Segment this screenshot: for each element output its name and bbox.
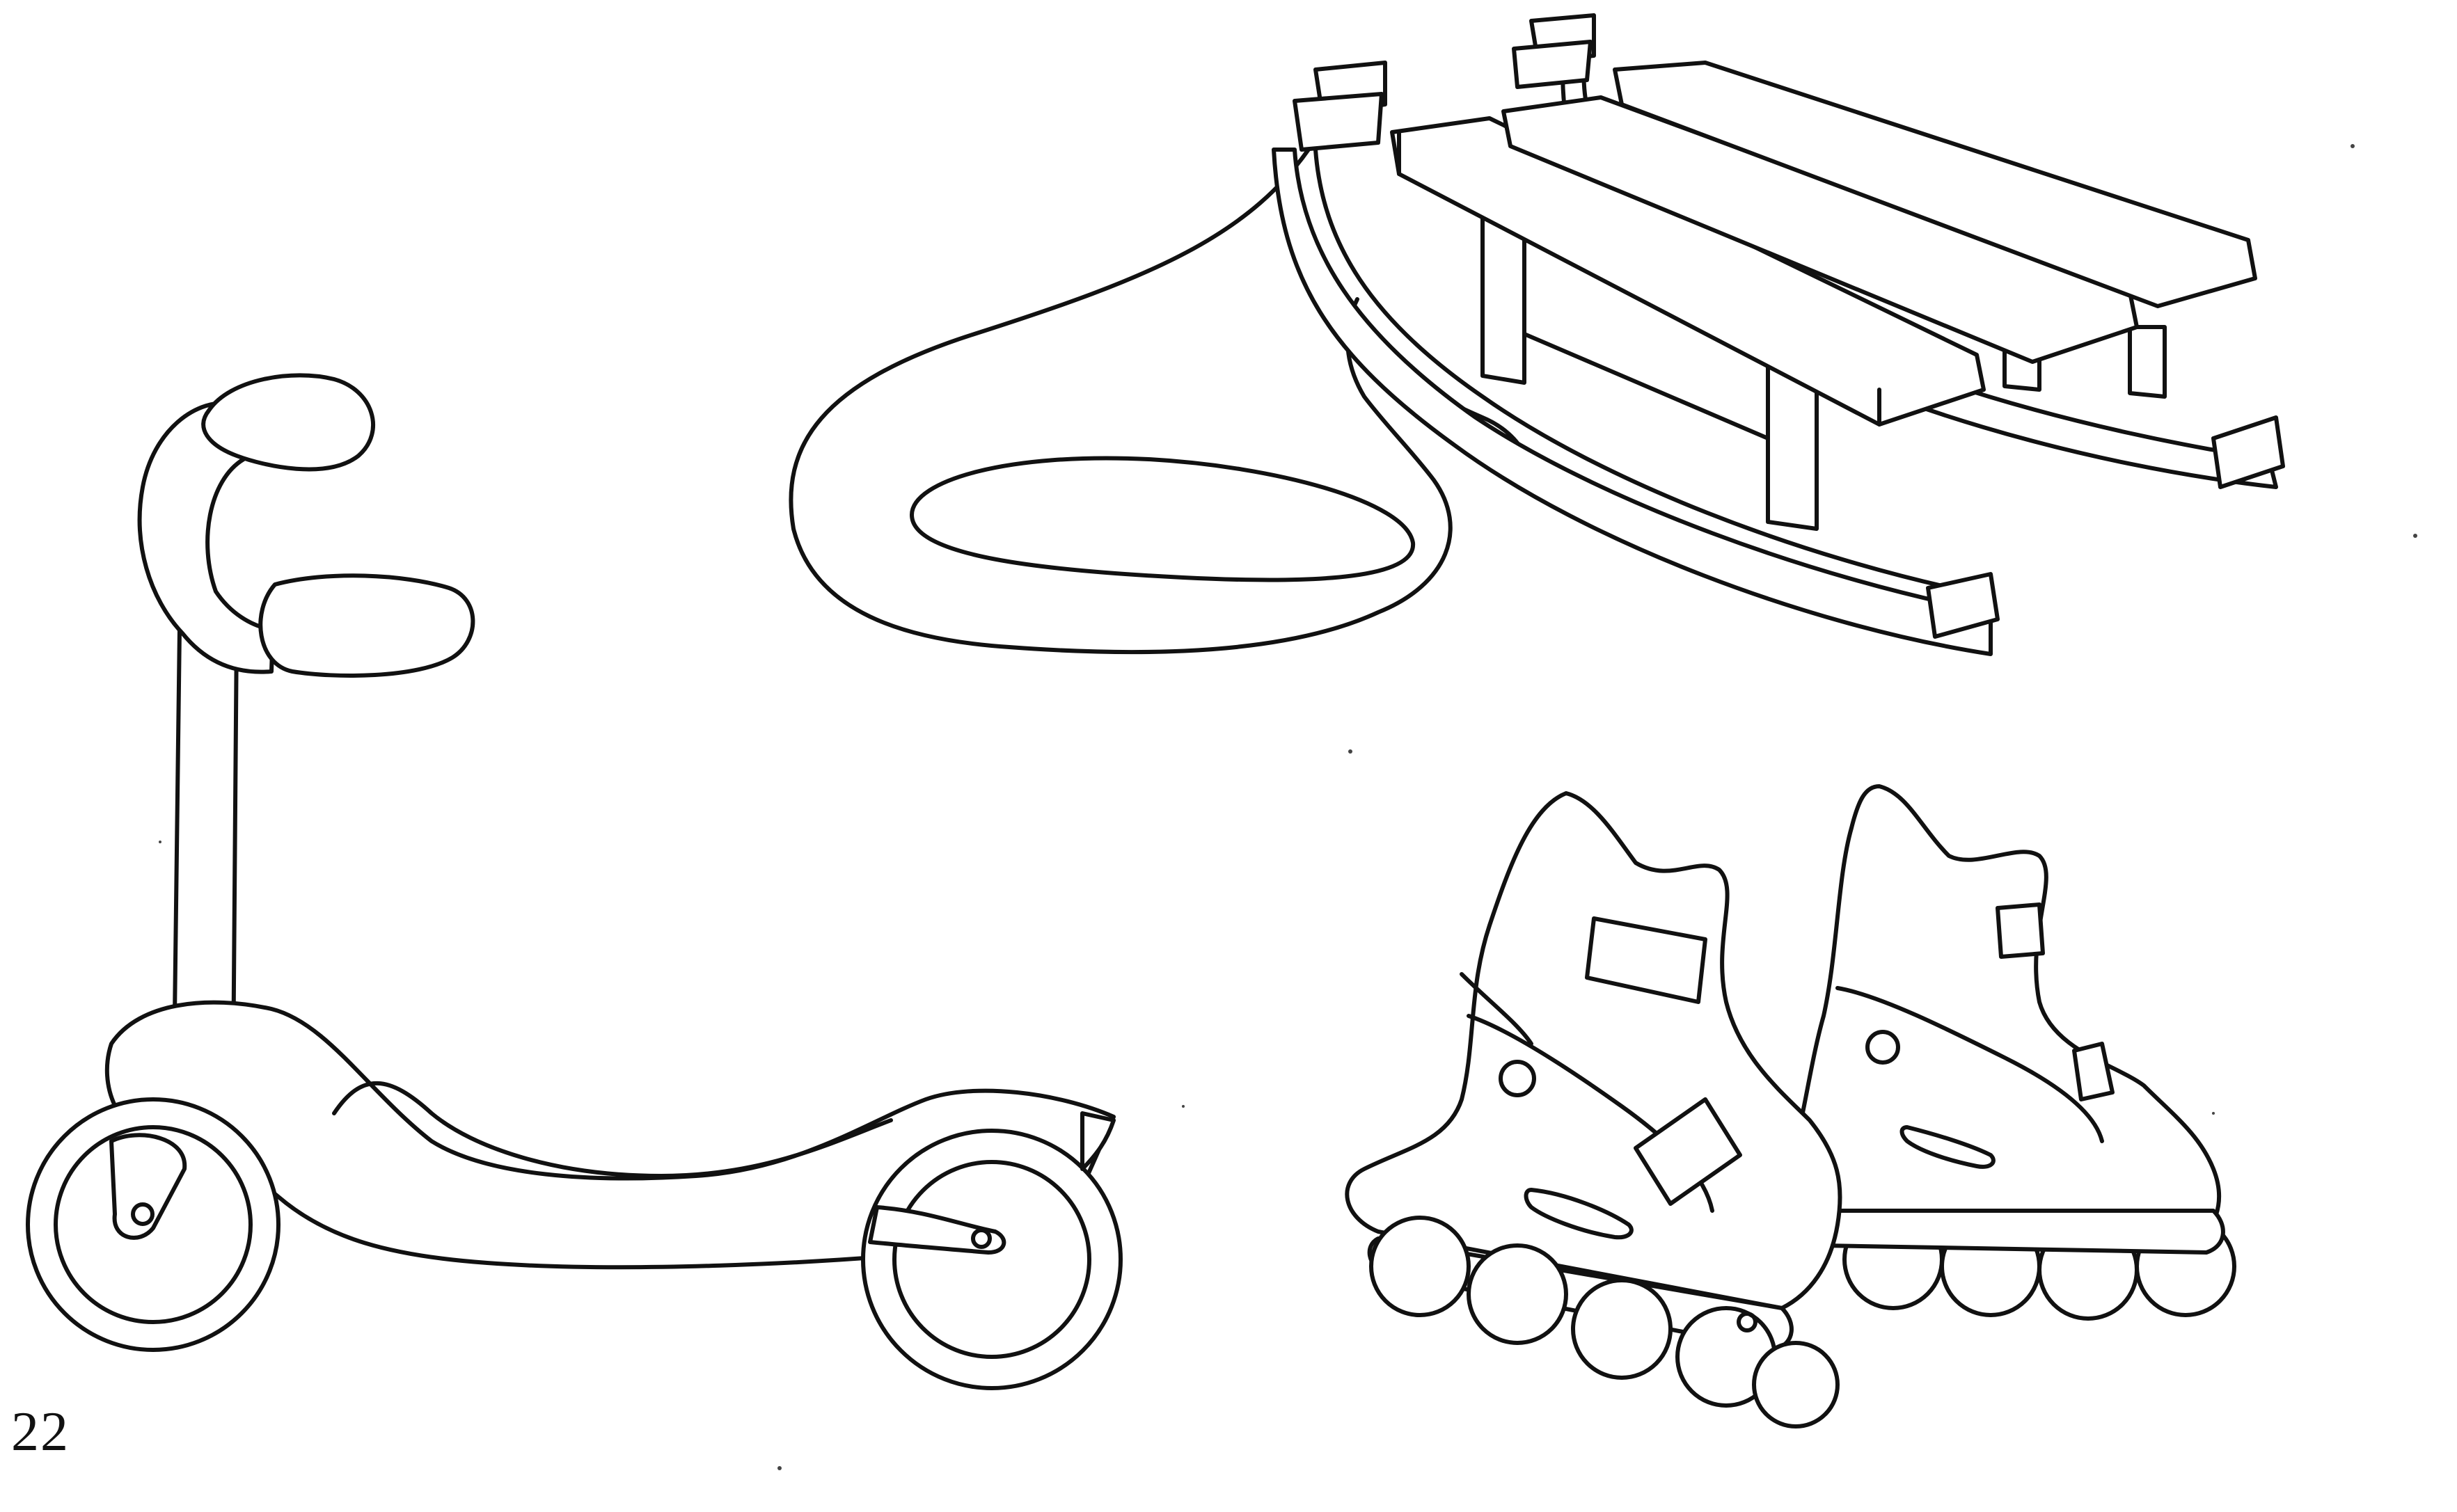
right-skate-buckle-mid bbox=[2072, 1042, 2115, 1101]
left-skate-boot bbox=[1345, 791, 1842, 1310]
right-skate bbox=[1785, 784, 2236, 1321]
right-skate-buckle-top bbox=[1996, 902, 2045, 959]
left-skate-vent bbox=[1524, 1188, 1634, 1240]
left-skate-wheel bbox=[1571, 1278, 1673, 1380]
inline-skates-icon bbox=[1345, 784, 2236, 1429]
right-skate-frame bbox=[1811, 1209, 2225, 1255]
sled-rope-outer bbox=[789, 137, 1453, 655]
sled-plank-back bbox=[1613, 61, 2257, 308]
sled-back-runner-end bbox=[2211, 415, 2285, 489]
paper-specks bbox=[159, 144, 2417, 1470]
scooter-rear-wheel-inner bbox=[892, 1160, 1091, 1359]
scooter-front-fork-arm bbox=[109, 1133, 187, 1240]
scooter-rear-axle bbox=[971, 1228, 992, 1249]
scooter-rear-fender bbox=[1080, 1111, 1116, 1171]
left-skate-wheel bbox=[1752, 1341, 1840, 1429]
sled-front-runner-line bbox=[1313, 148, 1986, 597]
right-skate-cuff-line bbox=[1835, 986, 2104, 1143]
scooter-front-wheel-inner bbox=[54, 1125, 253, 1324]
right-skate-boot bbox=[1785, 784, 2221, 1248]
sled-plank-front-edge bbox=[1397, 130, 1881, 427]
page-number: 22 bbox=[11, 1401, 70, 1463]
left-skate-wheel-axle bbox=[1737, 1312, 1757, 1332]
scooter-deck-groove bbox=[332, 1081, 893, 1178]
scooter-top-grip bbox=[201, 373, 376, 472]
sled-cross-brace bbox=[1522, 332, 1770, 440]
left-skate-wheel bbox=[1369, 1216, 1471, 1317]
right-skate-vent bbox=[1899, 1125, 1996, 1169]
sled-front-clamp-base bbox=[1293, 92, 1384, 152]
scooter-deck bbox=[104, 1000, 1116, 1270]
scooter-rear-arm bbox=[868, 1205, 1006, 1255]
right-skate-rivet bbox=[1865, 1030, 1900, 1065]
left-skate-buckle-top bbox=[1585, 916, 1707, 1004]
sled-plank-middle bbox=[1501, 95, 2139, 364]
sled-leg-back-right bbox=[2128, 325, 2167, 399]
scooter-side-grip bbox=[258, 573, 475, 678]
left-skate bbox=[1345, 791, 1842, 1429]
sled-rope-inner bbox=[910, 456, 1416, 582]
left-skate-buckle-mid bbox=[1634, 1097, 1742, 1206]
scooter-rear-wheel bbox=[861, 1129, 1123, 1390]
sled-front-runner bbox=[1272, 148, 1993, 656]
left-skate-tongue-line bbox=[1460, 972, 1533, 1046]
left-skate-rivet bbox=[1499, 1060, 1536, 1097]
left-skate-wheel bbox=[1467, 1243, 1568, 1345]
sled-runner-end bbox=[1926, 572, 2000, 639]
sled-icon bbox=[789, 13, 2285, 656]
kick-scooter-icon bbox=[26, 373, 1123, 1390]
sled-back-clamp-base bbox=[1512, 40, 1593, 89]
scooter-front-axle bbox=[131, 1202, 155, 1226]
